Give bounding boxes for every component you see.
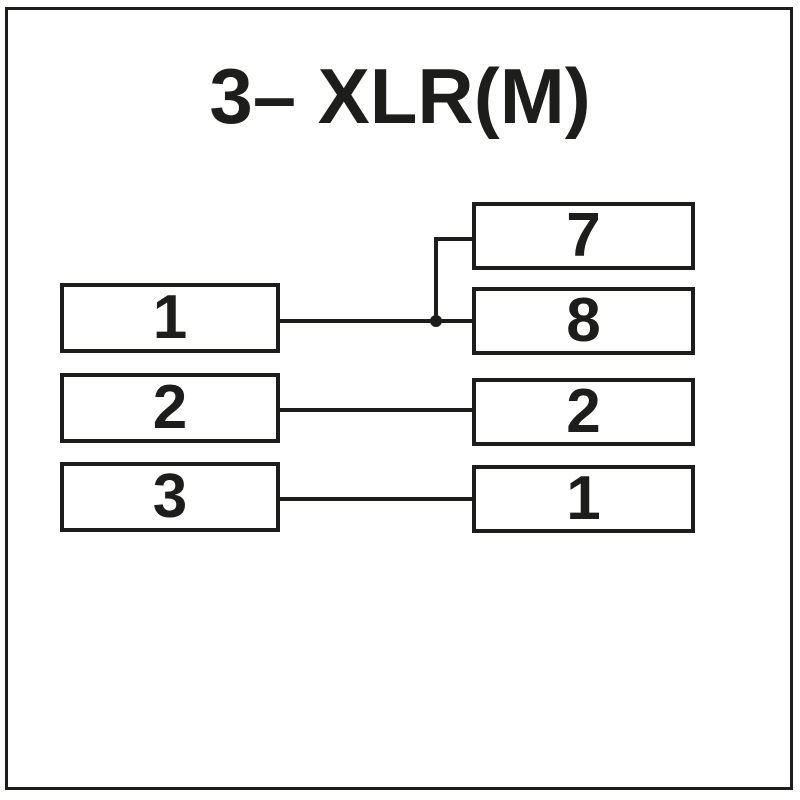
wire-pin3-to-pin1 bbox=[280, 497, 472, 501]
wire-pin1-to-pin7-horizontal bbox=[434, 237, 472, 241]
left-pin-box-3: 3 bbox=[60, 462, 280, 532]
right-pin-box-8: 8 bbox=[472, 287, 695, 355]
diagram-title: 3– XLR(M) bbox=[209, 52, 591, 140]
right-pin-box-1: 1 bbox=[472, 465, 695, 533]
junction-dot bbox=[430, 315, 442, 327]
right-pin-label-2: 2 bbox=[566, 377, 601, 446]
wire-pin1-to-pin7-vertical bbox=[434, 237, 438, 323]
left-pin-label-3: 3 bbox=[152, 462, 188, 531]
left-pin-box-2: 2 bbox=[60, 373, 280, 443]
left-pin-label-2: 2 bbox=[152, 373, 188, 442]
right-pin-label-7: 7 bbox=[566, 201, 601, 270]
wire-pin2-to-pin2 bbox=[280, 408, 472, 412]
wire-pin1-to-pin8 bbox=[280, 319, 472, 323]
left-pin-label-1: 1 bbox=[152, 283, 188, 352]
right-pin-box-7: 7 bbox=[472, 202, 695, 270]
right-pin-label-8: 8 bbox=[566, 286, 601, 355]
right-pin-box-2: 2 bbox=[472, 378, 695, 446]
left-pin-box-1: 1 bbox=[60, 283, 280, 353]
right-pin-label-1: 1 bbox=[566, 464, 601, 533]
